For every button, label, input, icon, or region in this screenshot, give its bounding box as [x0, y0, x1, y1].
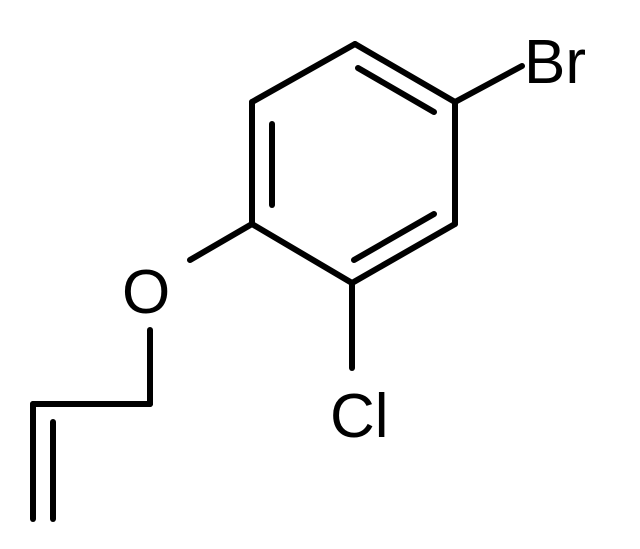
bond-ring-to-bromine — [452, 63, 525, 105]
ring-inner-double-top-right — [355, 65, 437, 115]
allyl-chain — [30, 327, 153, 522]
ring-bond-bottom-right — [349, 221, 458, 286]
atom-label-chlorine: Cl — [330, 382, 389, 451]
benzene-ring — [249, 41, 458, 286]
ring-inner-double-bottom-right — [351, 211, 437, 263]
bond-ring-to-oxygen — [187, 221, 255, 263]
ring-bond-top — [249, 41, 358, 105]
atom-label-oxygen: O — [122, 258, 170, 327]
atom-label-bromine: Br — [524, 28, 586, 97]
ring-bond-bottom-left — [249, 221, 355, 286]
ring-bond-top-right — [352, 41, 458, 105]
